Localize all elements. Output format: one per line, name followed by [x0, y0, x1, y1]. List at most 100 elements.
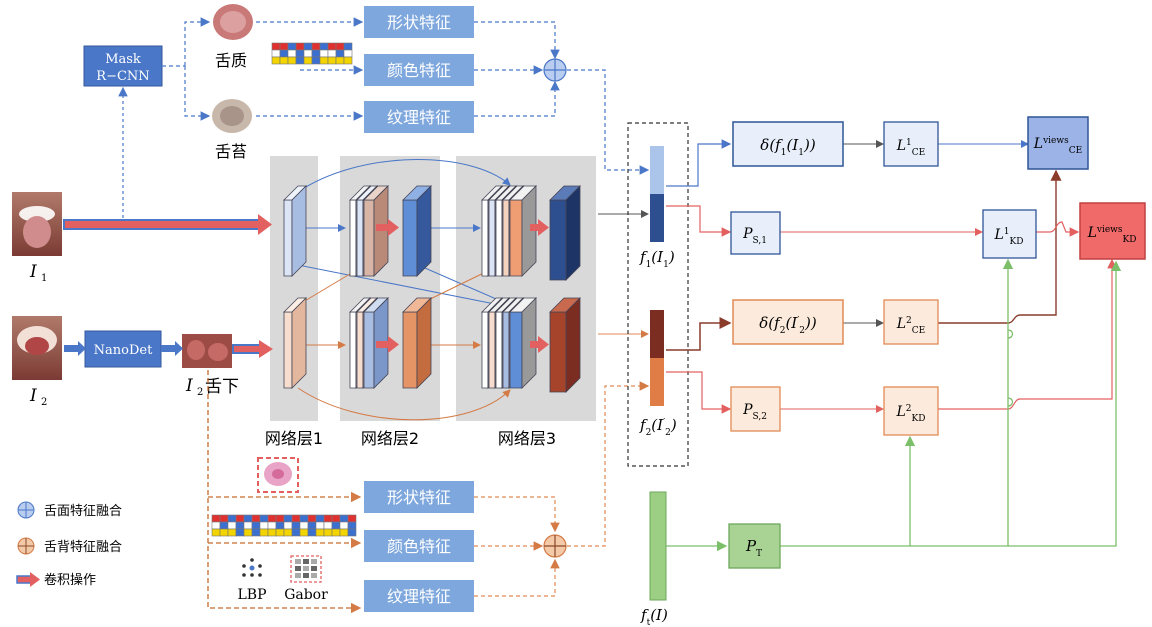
- legend-blue-fusion-icon: [17, 501, 35, 519]
- color-grid-cell: [347, 528, 357, 537]
- color-grid-cell: [307, 514, 317, 523]
- color-grid-cell: [343, 49, 353, 58]
- color-grid-cell: [283, 521, 293, 530]
- gabor-cell: [295, 559, 301, 564]
- feature-label-ft: ft(I): [640, 606, 668, 627]
- shape-feature-box-top: [364, 6, 474, 38]
- color-grid-cell: [311, 49, 321, 58]
- color-grid-cell: [327, 49, 337, 58]
- l3-top-4-side: [521, 185, 537, 277]
- color-grid-cell: [299, 528, 309, 537]
- color-grid-cell: [347, 514, 357, 523]
- color-grid-cell: [303, 56, 313, 65]
- lbp-dot: [250, 573, 254, 577]
- color-grid-cell: [295, 56, 305, 65]
- tongue-coating-image: [212, 99, 252, 133]
- color-grid-cell: [235, 528, 245, 537]
- l3-top-out-front: [549, 199, 567, 281]
- color-grid-cell: [319, 42, 329, 51]
- color-grid-cell: [251, 514, 261, 523]
- crop-label-i2: I: [185, 376, 193, 396]
- l1-bottom-block-front: [283, 311, 293, 389]
- gabor-icon: [290, 555, 322, 583]
- color-grid-cell: [343, 42, 353, 51]
- l2-bot-a-front: [349, 311, 357, 389]
- layer1-label: 网络层1: [265, 429, 323, 448]
- color-grid-cell: [315, 528, 325, 537]
- ps2-box: [730, 386, 781, 432]
- texture-feature-box-bottom: [364, 580, 474, 612]
- color-grid-cell: [323, 514, 333, 523]
- color-grid-cell: [243, 528, 253, 537]
- l3-bot-4-side: [521, 297, 537, 389]
- color-grid-cell: [347, 521, 357, 530]
- delta1-label: δ(f1(I1)): [760, 136, 816, 158]
- color-grid-cell: [295, 49, 305, 58]
- color-grid-cell: [335, 56, 345, 65]
- conv-arrow-bottom-2: [530, 336, 549, 353]
- color-grid-cell: [259, 521, 269, 530]
- color-grid-cell: [299, 521, 309, 530]
- input-image-i2: [12, 316, 62, 380]
- l3-bot-1-front: [488, 311, 496, 389]
- color-grid-cell: [219, 521, 229, 530]
- l3-top-2-front: [495, 199, 503, 277]
- color-grid-cell: [299, 514, 309, 523]
- color-grid-cell: [211, 528, 221, 537]
- l3-bot-out-front: [549, 311, 567, 393]
- color-grid-cell: [219, 514, 229, 523]
- color-grid-cell: [211, 514, 221, 523]
- l2-bot-d-side: [416, 297, 432, 389]
- lbp-dot: [258, 573, 262, 577]
- color-grid-cell: [327, 42, 337, 51]
- color-grid-cell: [235, 521, 245, 530]
- delta2-label: δ(f2(I′2)): [759, 314, 817, 336]
- feature-vector-ft: [649, 491, 667, 601]
- color-grid-cell: [259, 528, 269, 537]
- l3-bot-out-side: [565, 297, 581, 393]
- region-label-under-tongue: 舌下: [205, 377, 239, 397]
- color-grid-cell: [235, 514, 245, 523]
- color-grid-cell: [279, 49, 289, 58]
- color-grid-cell: [323, 521, 333, 530]
- color-grid-cell: [315, 514, 325, 523]
- l1-top-block-side: [291, 185, 307, 277]
- network-blocks: [283, 185, 581, 393]
- l2-bot-b-front: [356, 311, 364, 389]
- conv-arrow-top-1: [376, 219, 399, 236]
- color-grid-cell: [271, 42, 281, 51]
- pt-label: PT: [745, 537, 762, 559]
- color-grid-cell: [211, 521, 221, 530]
- l2-bot-d-front: [402, 311, 418, 389]
- feature-group-box: [627, 122, 689, 467]
- lbp-dot: [242, 564, 246, 568]
- input-image-i1: [12, 192, 62, 256]
- color-grid-cell: [227, 521, 237, 530]
- color-grid-cell: [275, 528, 285, 537]
- shape-feature-box-bottom: [364, 481, 474, 513]
- color-grid-cell: [243, 514, 253, 523]
- lbp-dot: [249, 565, 255, 571]
- color-grid-cell: [339, 521, 349, 530]
- color-feature-box-top: [364, 54, 474, 86]
- feature-label-f1: f1(I1): [639, 248, 675, 270]
- shape-feature-label-top: 形状特征: [387, 13, 451, 32]
- legend-label-orange-fusion: 舌背特征融合: [44, 540, 122, 555]
- color-grid-cell: [279, 56, 289, 65]
- conv-arrow-top-2: [530, 219, 549, 236]
- color-grid-cell: [335, 42, 345, 51]
- l2-top-b-front: [356, 199, 364, 277]
- lce-views-box: [1027, 116, 1089, 170]
- input-arrow-i1: [63, 214, 272, 235]
- crop-label-i2-sub: 2: [197, 387, 203, 398]
- color-grid-bottom: [211, 514, 357, 537]
- color-grid-cell: [303, 42, 313, 51]
- l2-top-d-side: [416, 185, 432, 277]
- color-grid-cell: [291, 521, 301, 530]
- gabor-cell: [311, 559, 317, 564]
- gabor-cell: [295, 566, 301, 571]
- color-grid-cell: [243, 521, 253, 530]
- lbp-label: LBP: [237, 587, 266, 603]
- region-label-tongue-body: 舌质: [215, 51, 247, 70]
